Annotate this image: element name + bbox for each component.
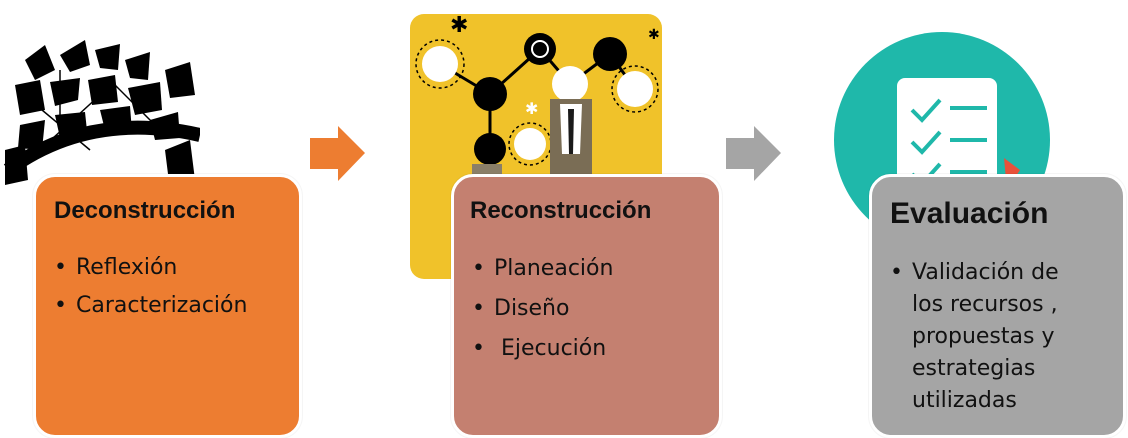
stage-title: Evaluación: [890, 197, 1049, 230]
svg-text:✱: ✱: [450, 14, 468, 38]
stage-card-reconstruccion: Reconstrucción Planeación Diseño Ejecuci…: [451, 174, 722, 438]
list-item: Ejecución: [472, 329, 613, 369]
list-item: Caracterización: [54, 287, 247, 325]
list-item: Diseño: [472, 289, 613, 329]
svg-text:✱: ✱: [525, 99, 538, 118]
stage-items: Validación de los recursos , propuestas …: [890, 257, 1090, 417]
stage-title: Deconstrucción: [54, 197, 236, 224]
shattered-abstract-icon: [0, 40, 200, 210]
stage-card-deconstruccion: Deconstrucción Reflexión Caracterización: [33, 174, 302, 438]
stage-items: Planeación Diseño Ejecución: [472, 249, 613, 369]
list-item: Planeación: [472, 249, 613, 289]
svg-text:✱: ✱: [648, 27, 660, 43]
stage-title: Reconstrucción: [470, 197, 652, 224]
stage-items: Reflexión Caracterización: [54, 249, 247, 325]
list-item: Reflexión: [54, 249, 247, 287]
arrow-right-icon: [726, 126, 781, 181]
list-item: Validación de los recursos , propuestas …: [890, 257, 1090, 417]
stage-card-evaluacion: Evaluación Validación de los recursos , …: [869, 174, 1126, 438]
arrow-right-icon: [310, 126, 365, 181]
